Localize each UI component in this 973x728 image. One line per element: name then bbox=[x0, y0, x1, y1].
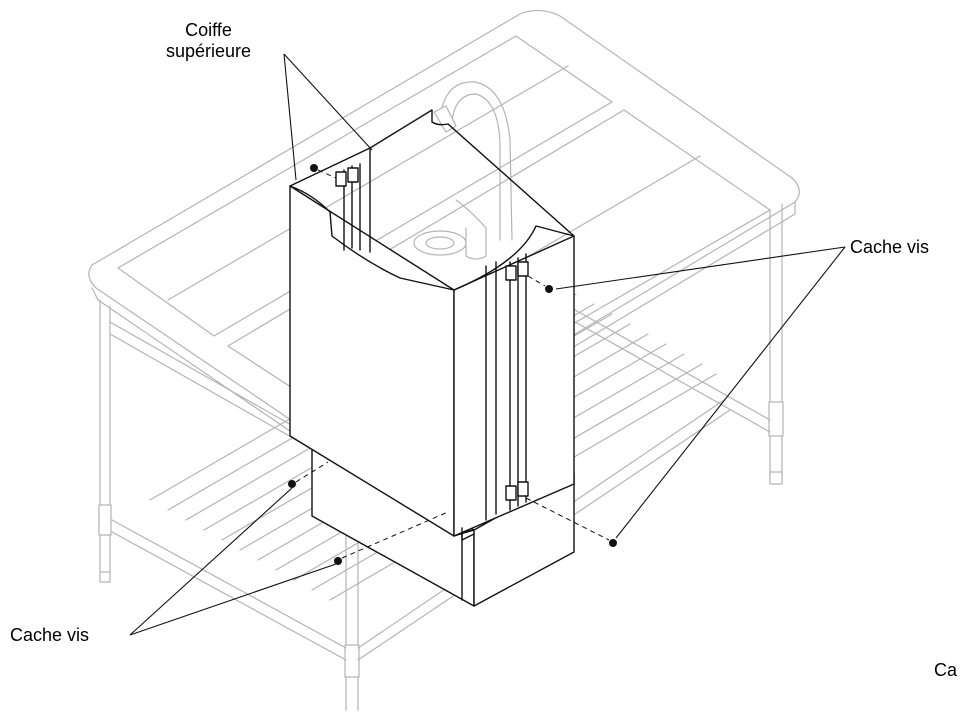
screw-cover-right-lower bbox=[609, 539, 617, 547]
leg-foot-front-left bbox=[98, 504, 112, 536]
leader-top-cover-b bbox=[283, 53, 373, 151]
screw-tab-4 bbox=[517, 261, 529, 277]
leader-right-b bbox=[615, 246, 846, 539]
top-cover-right-panel bbox=[453, 235, 575, 537]
screw-tab-1 bbox=[335, 171, 347, 187]
label-top-cover: Coiffe supérieure bbox=[166, 20, 252, 61]
leg-cap-back-right bbox=[769, 471, 783, 485]
lower-rail-back bbox=[567, 305, 771, 433]
mount-channel-right bbox=[509, 253, 527, 511]
leg-foot-back-right bbox=[768, 401, 784, 437]
top-cover-bottom-flange bbox=[453, 527, 475, 541]
leader-left-a bbox=[129, 487, 293, 636]
top-cover-notch-left bbox=[289, 185, 455, 291]
label-screw-covers-left: Cache vis bbox=[10, 625, 90, 645]
leader-lines bbox=[129, 53, 846, 636]
leader-right-a bbox=[555, 246, 846, 290]
screw-tab-3 bbox=[505, 265, 517, 281]
leader-top-cover-a bbox=[283, 53, 297, 181]
leg-cap-front-left bbox=[99, 571, 111, 583]
upper-rail bbox=[109, 321, 301, 443]
leader-left-b bbox=[129, 563, 337, 636]
leg-back-right bbox=[769, 203, 783, 481]
label-screw-covers-right: Cache vis bbox=[850, 237, 930, 257]
top-cover-notch-right bbox=[453, 225, 575, 291]
sink-drain bbox=[413, 230, 467, 256]
lower-rail-front bbox=[111, 519, 347, 661]
screw-cover-right-upper bbox=[545, 285, 553, 293]
faucet-spout bbox=[439, 81, 513, 241]
screw-cover-left-lower bbox=[334, 557, 342, 565]
table-top-inner-left bbox=[117, 35, 613, 337]
label-clipped-bottom-right: Ca bbox=[934, 660, 958, 680]
mount-channel-inner bbox=[485, 261, 497, 521]
screw-tab-2 bbox=[347, 167, 359, 183]
screw-cover-left-upper bbox=[288, 480, 296, 488]
top-cover bbox=[289, 109, 575, 541]
screw-cover-top bbox=[310, 164, 318, 172]
leg-foot-front-right bbox=[344, 644, 360, 678]
screw-tab-5 bbox=[505, 485, 517, 501]
top-cover-back-right bbox=[369, 109, 575, 237]
screw-covers bbox=[288, 164, 617, 565]
screw-tab-6 bbox=[517, 481, 529, 497]
leg-front-left bbox=[99, 299, 111, 581]
